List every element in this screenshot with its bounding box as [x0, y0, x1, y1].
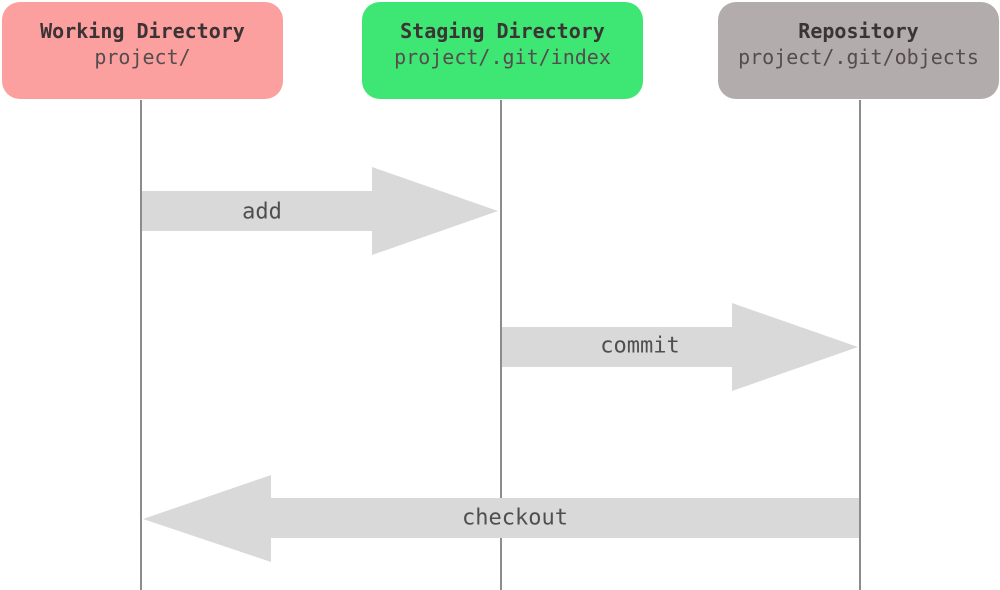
lifeline-working-directory	[140, 100, 142, 590]
node-working-directory: Working Directory project/	[2, 2, 283, 99]
node-subtitle: project/	[94, 45, 191, 69]
checkout-arrow	[143, 475, 859, 562]
add-arrow	[142, 167, 498, 255]
node-subtitle: project/.git/index	[394, 45, 611, 69]
node-title: Repository	[798, 19, 919, 43]
node-staging-directory: Staging Directory project/.git/index	[362, 2, 643, 99]
add-arrow-label: add	[242, 199, 282, 225]
node-repository: Repository project/.git/objects	[718, 2, 999, 99]
checkout-arrow-label: checkout	[462, 505, 568, 531]
lifeline-staging-directory	[500, 100, 502, 590]
commit-arrow	[502, 303, 858, 391]
lifeline-repository	[859, 100, 861, 590]
node-title: Staging Directory	[400, 19, 605, 43]
commit-arrow-label: commit	[600, 333, 680, 359]
node-title: Working Directory	[40, 19, 245, 43]
node-subtitle: project/.git/objects	[738, 45, 979, 69]
